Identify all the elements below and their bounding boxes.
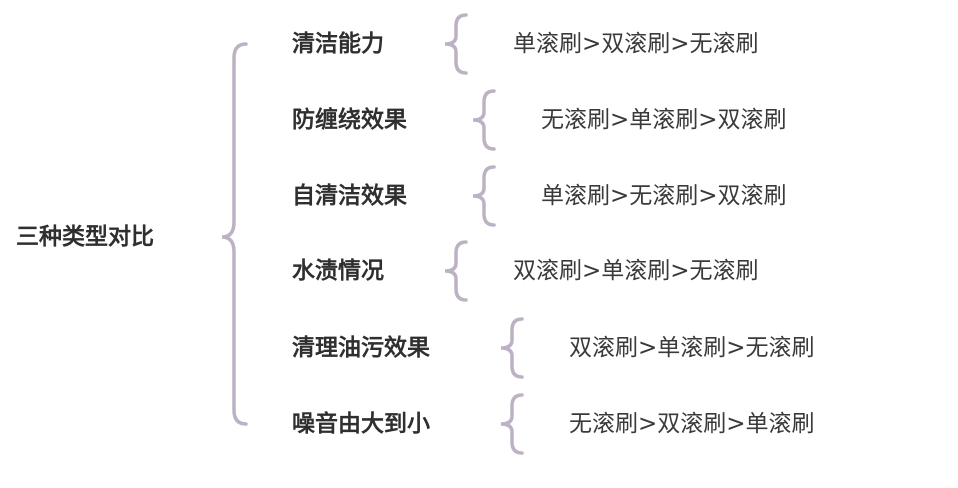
value-water-stain: 双滚刷>单滚刷>无滚刷 [513,258,759,284]
value-anti-tangle: 无滚刷>单滚刷>双滚刷 [541,107,787,133]
branch-anti-tangle: 防缠绕效果 [292,107,407,133]
branch-brace-1 [444,13,468,75]
branch-self-clean: 自清洁效果 [292,183,407,209]
root-node: 三种类型对比 [16,224,154,250]
value-noise: 无滚刷>双滚刷>单滚刷 [569,411,815,437]
branch-brace-4 [444,240,468,302]
value-self-clean: 单滚刷>无滚刷>双滚刷 [541,183,787,209]
branch-grease: 清理油污效果 [292,335,430,361]
branch-brace-2 [472,89,496,151]
branch-water-stain: 水渍情况 [292,258,384,284]
branch-cleaning: 清洁能力 [292,31,384,57]
branch-brace-3 [472,165,496,227]
value-grease: 双滚刷>单滚刷>无滚刷 [569,335,815,361]
root-brace [221,42,248,426]
branch-brace-6 [500,393,524,455]
branch-brace-5 [500,317,524,379]
branch-noise: 噪音由大到小 [292,411,430,437]
value-cleaning: 单滚刷>双滚刷>无滚刷 [513,31,759,57]
